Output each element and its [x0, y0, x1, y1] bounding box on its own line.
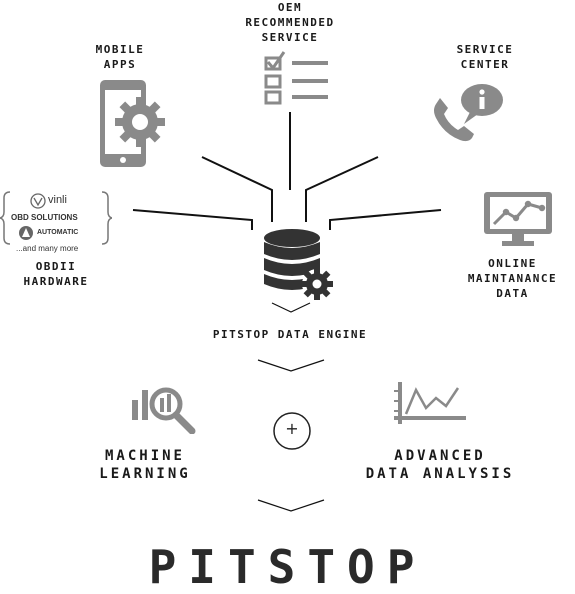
line-online — [329, 209, 442, 230]
plus-sign: + — [285, 419, 299, 438]
online-maintanance-label: ONLINE MAINTANANCE DATA — [467, 257, 558, 300]
logo-automatic: AUTOMATIC — [37, 229, 79, 236]
service-center-label: SERVICE CENTER — [456, 43, 514, 71]
engine-chevron — [271, 302, 311, 313]
phone-gear-icon — [100, 80, 165, 167]
obdii-hardware-label: OBDII HARDWARE — [23, 260, 89, 288]
oem-label: OEM RECOMMENDED SERVICE — [245, 1, 335, 44]
plus-circle-icon — [273, 412, 311, 450]
monitor-chart-icon — [484, 192, 552, 246]
advanced-data-analysis-label: ADVANCED DATA ANALYSIS — [365, 448, 515, 482]
logo-obd-solutions: OBD SOLUTIONS — [11, 213, 78, 222]
pitstop-logo: PITSTOP — [148, 540, 427, 594]
magnifier-bars-icon — [132, 387, 196, 434]
chevron-1 — [257, 359, 325, 372]
logo-many-more: ...and many more — [16, 244, 79, 253]
logo-vinli: vinli — [48, 194, 67, 206]
line-service-center — [305, 156, 379, 222]
phone-info-icon — [434, 84, 503, 142]
mobile-apps-label: MOBILE APPS — [95, 43, 145, 71]
logo-braces — [0, 191, 112, 245]
line-obdii — [132, 209, 253, 230]
machine-learning-label: MACHINE LEARNING — [99, 448, 191, 482]
chevron-2 — [257, 499, 325, 512]
line-chart-icon — [394, 382, 466, 424]
checklist-icon — [264, 51, 328, 105]
obd-logos: vinli OBD SOLUTIONS AUTOMATIC ...and man… — [0, 190, 112, 253]
data-engine-label: PITSTOP DATA ENGINE — [212, 328, 368, 341]
line-mobile — [201, 156, 273, 222]
database-gear-icon — [264, 229, 333, 300]
